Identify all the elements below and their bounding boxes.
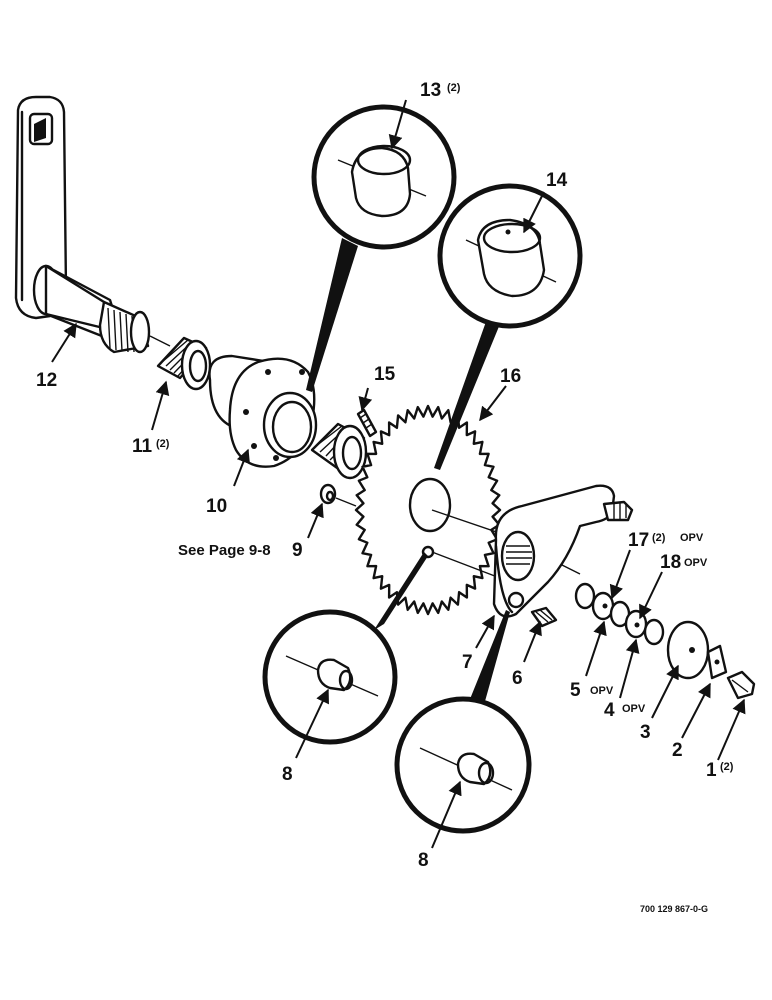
callout-4-opv: OPV	[622, 703, 646, 715]
callout-9-reference: See Page 9-8	[178, 542, 271, 559]
callout-14-number: 14	[546, 170, 568, 191]
callout-4-number: 4	[604, 700, 615, 721]
fitting-part-9	[319, 483, 357, 507]
callout-11-number: 11	[132, 436, 153, 457]
detail-circle-13	[306, 104, 457, 392]
arm-shaft-part-12	[14, 95, 171, 354]
callout-8-upper-number: 8	[282, 764, 293, 785]
drawing-code: 700 129 867-0-G	[640, 904, 708, 914]
callout-1-qty: (2)	[720, 761, 734, 773]
bolt-part-6	[530, 606, 558, 628]
detail-circle-14	[434, 183, 583, 470]
callout-5-opv: OPV	[590, 685, 614, 697]
callout-12-number: 12	[36, 370, 57, 391]
callout-17-qty: (2)	[652, 532, 666, 544]
callout-labels: 13 (2) 14 12 11 (2) 15 16 10 See Page 9-…	[36, 80, 734, 914]
callout-18-number: 18	[660, 552, 681, 573]
detail-circle-8-lower	[394, 610, 532, 834]
callout-13-qty: (2)	[447, 82, 461, 94]
bearing-part-11-left	[156, 336, 212, 391]
callout-17-number: 17	[628, 530, 649, 551]
washer-stack	[574, 582, 665, 646]
callout-15-number: 15	[374, 364, 396, 385]
callout-1-number: 1	[706, 760, 717, 781]
callout-3-number: 3	[640, 722, 651, 743]
bolt-part-1	[726, 670, 756, 700]
callout-9-number: 9	[292, 540, 303, 561]
callout-5-number: 5	[570, 680, 581, 701]
callout-16-number: 16	[500, 366, 521, 387]
callout-7-number: 7	[462, 652, 473, 673]
callout-8-lower-number: 8	[418, 850, 429, 871]
detail-circle-8-upper	[262, 552, 428, 745]
bearing-part-11-right	[310, 422, 368, 480]
hub-part-10	[208, 354, 318, 468]
leader-lines	[51, 99, 746, 849]
tab-part-2	[706, 644, 728, 680]
callout-11-qty: (2)	[156, 438, 170, 450]
callout-13-number: 13	[420, 80, 441, 101]
callout-17-opv: OPV	[680, 532, 704, 544]
callout-18-opv: OPV	[684, 557, 708, 569]
plate-part-3	[666, 620, 710, 680]
callout-10-number: 10	[206, 496, 227, 517]
callout-6-number: 6	[512, 668, 523, 689]
sprocket-part-16	[354, 404, 502, 616]
lever-part-7	[492, 484, 634, 618]
callout-2-number: 2	[672, 740, 683, 761]
